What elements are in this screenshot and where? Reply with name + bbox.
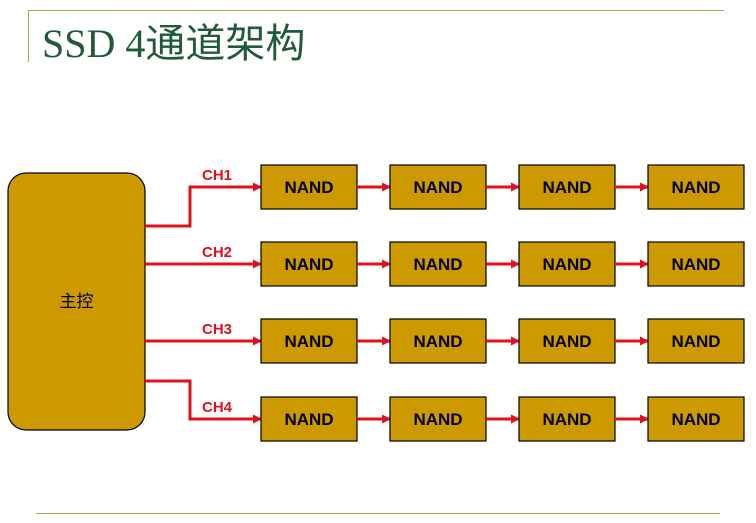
ch1-nand-label-4: NAND xyxy=(671,178,720,197)
ch3-nand-box-4 xyxy=(647,318,745,364)
ch4-label: CH4 xyxy=(202,399,233,416)
ch2-nand-label-4: NAND xyxy=(671,255,720,274)
controller-box xyxy=(7,172,146,431)
ch4-nand-box-1 xyxy=(260,396,358,442)
ch4-connector-arrow xyxy=(145,379,262,424)
ch4-nand-box-2 xyxy=(389,396,487,442)
ch2-nand-label-1: NAND xyxy=(284,255,333,274)
ch3-nand-box-1 xyxy=(260,318,358,364)
ch3-nand-label-2: NAND xyxy=(413,332,462,351)
ch3-nand-label-4: NAND xyxy=(671,332,720,351)
ch1-nand-box-4 xyxy=(647,164,745,210)
title-rule-tick xyxy=(28,10,29,62)
top-rule xyxy=(28,10,724,11)
ch2-label: CH2 xyxy=(202,244,232,261)
ch1-nand-label-2: NAND xyxy=(413,178,462,197)
ch1-label: CH1 xyxy=(202,167,232,184)
ch1-nand-box-3 xyxy=(518,164,616,210)
ch2-nand-label-2: NAND xyxy=(413,255,462,274)
ch4-nand-box-3 xyxy=(518,396,616,442)
ch4-nand-label-3: NAND xyxy=(542,410,591,429)
ch2-nand-box-4 xyxy=(647,241,745,287)
ch3-nand-label-1: NAND xyxy=(284,332,333,351)
bottom-rule xyxy=(36,513,720,514)
ch4-nand-label-1: NAND xyxy=(284,410,333,429)
ch2-nand-box-2 xyxy=(389,241,487,287)
controller-label: 主控 xyxy=(60,292,94,312)
ch2-nand-box-1 xyxy=(260,241,358,287)
ch1-nand-box-2 xyxy=(389,164,487,210)
ch4-nand-box-4 xyxy=(647,396,745,442)
ch3-nand-label-3: NAND xyxy=(542,332,591,351)
ch1-connector-arrow xyxy=(145,182,262,228)
ch2-nand-box-3 xyxy=(518,241,616,287)
ch4-nand-label-4: NAND xyxy=(671,410,720,429)
ch3-label: CH3 xyxy=(202,321,232,338)
slide-title: SSD 4通道架构 xyxy=(42,21,306,66)
ch3-nand-box-3 xyxy=(518,318,616,364)
ch4-nand-label-2: NAND xyxy=(413,410,462,429)
ch2-nand-label-3: NAND xyxy=(542,255,591,274)
ch1-nand-label-3: NAND xyxy=(542,178,591,197)
ch1-nand-label-1: NAND xyxy=(284,178,333,197)
